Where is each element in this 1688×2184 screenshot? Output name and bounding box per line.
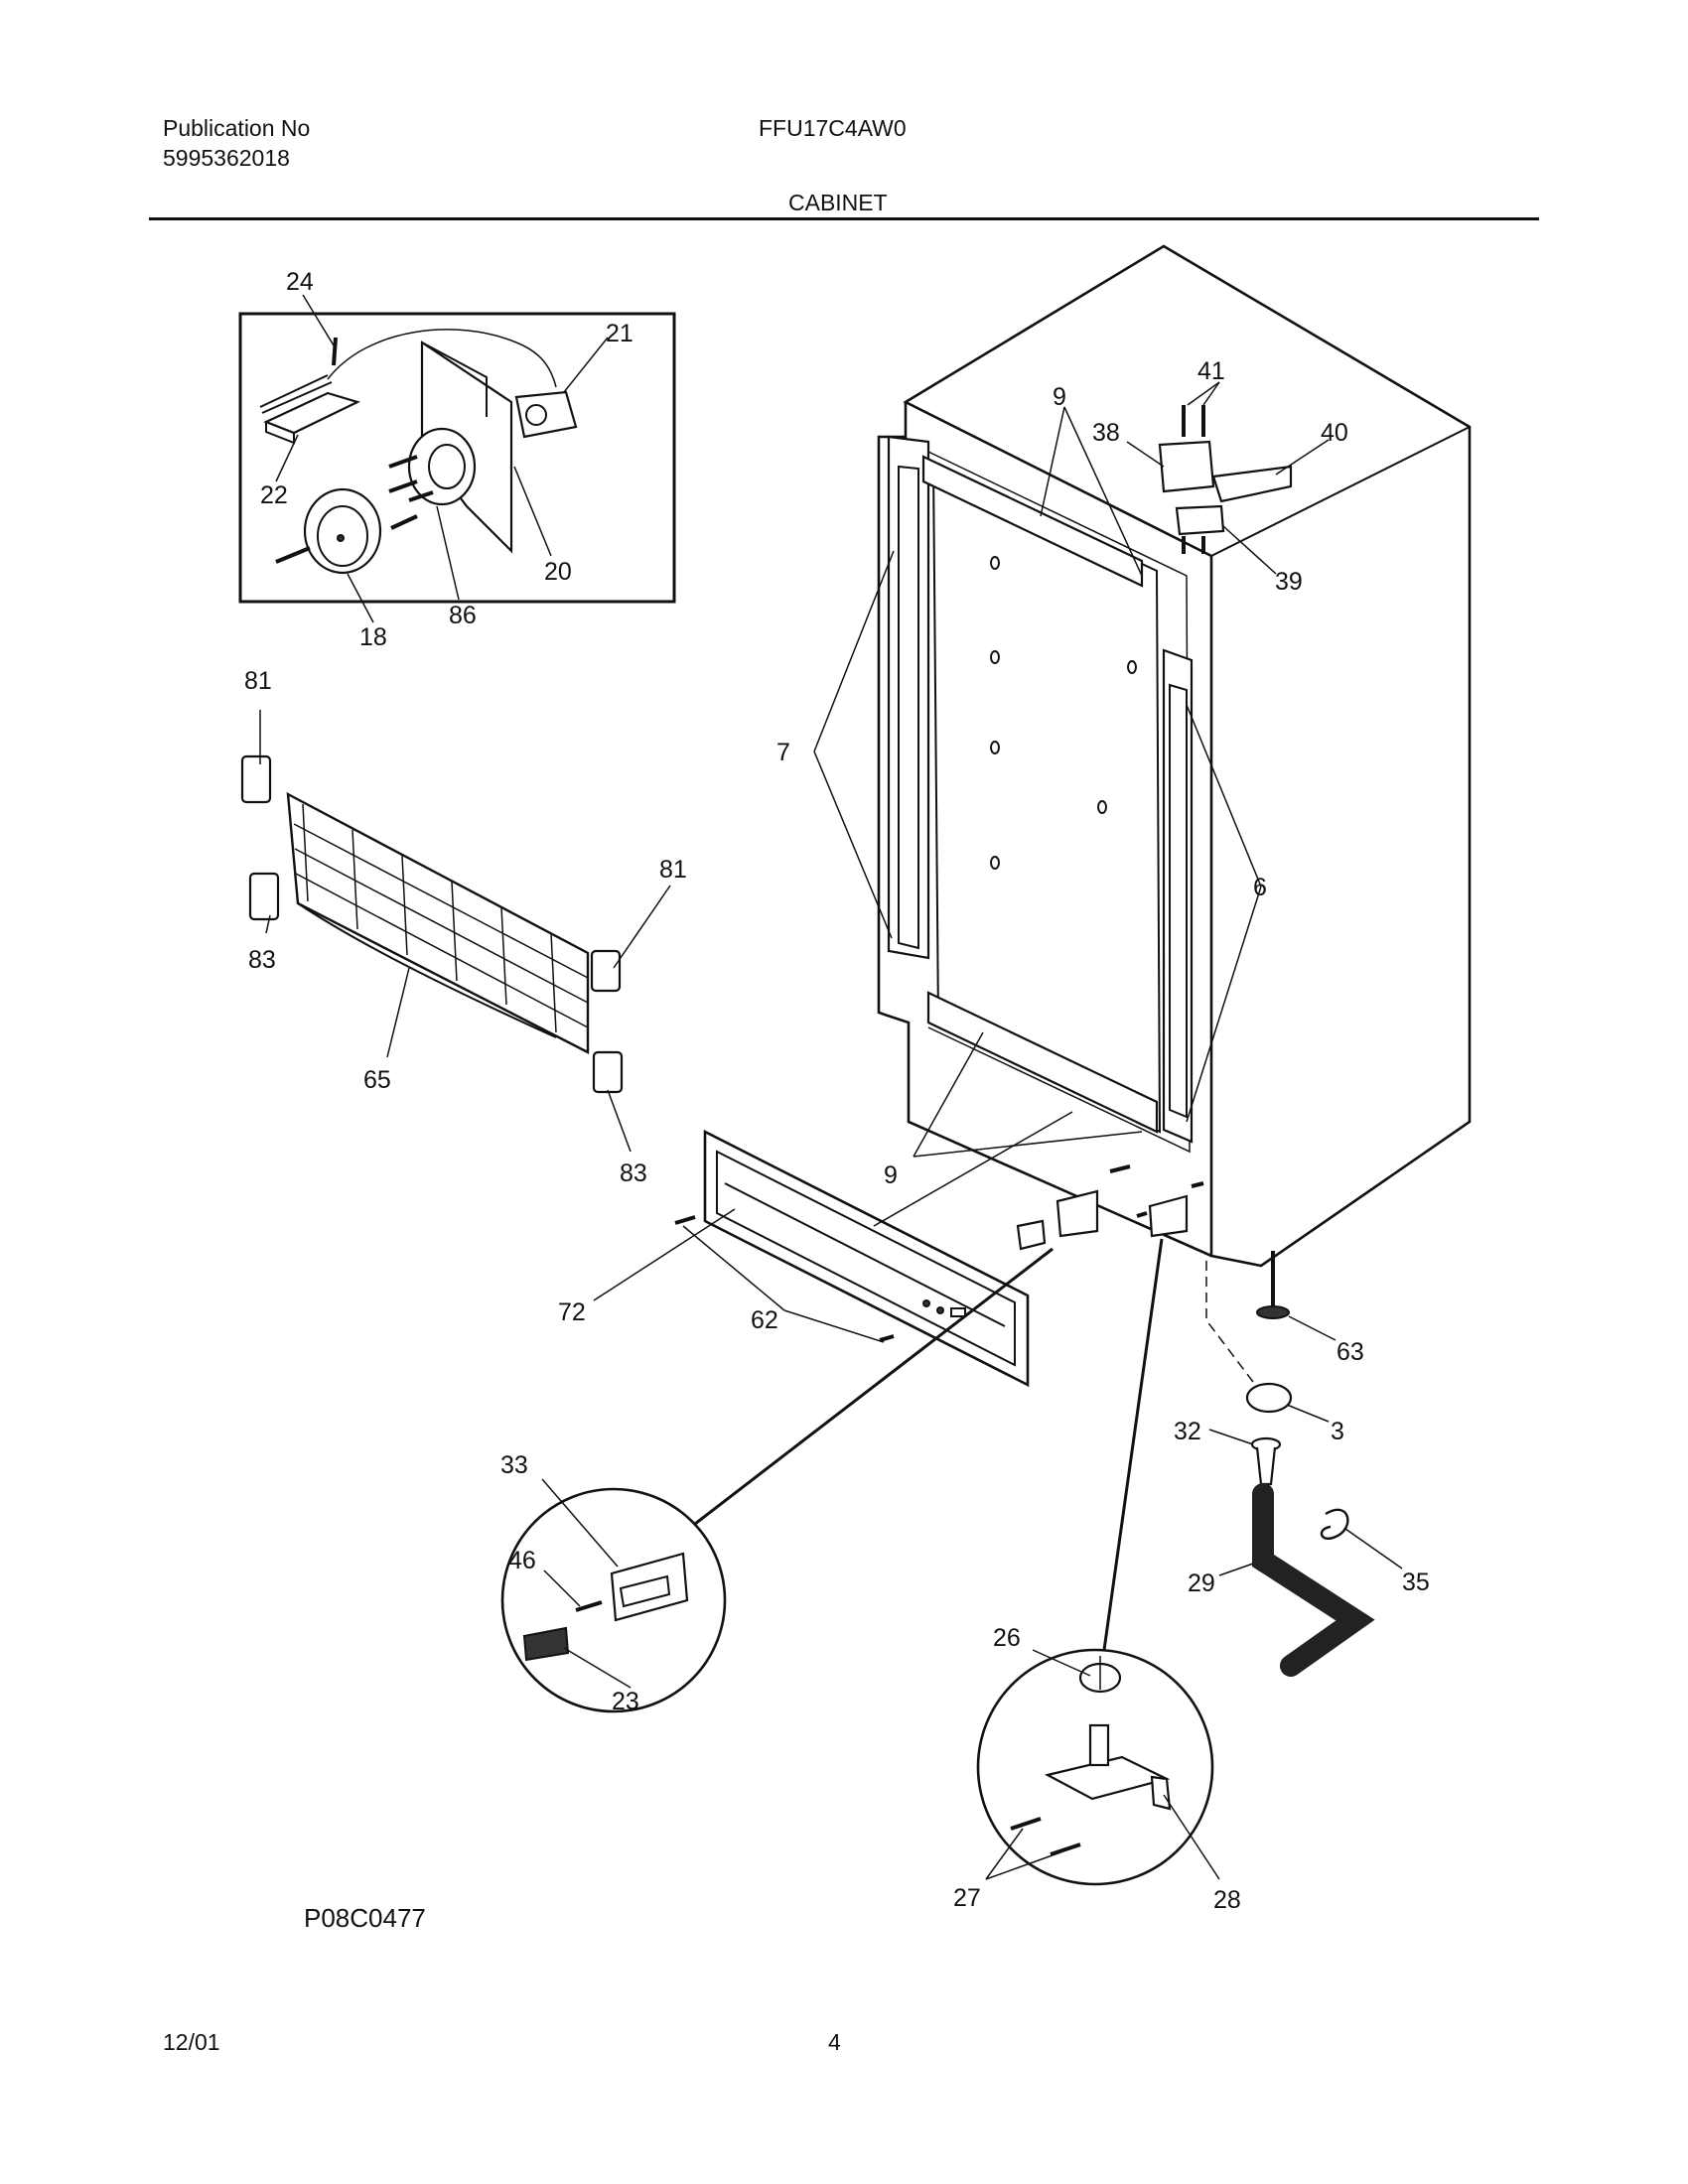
callout-83-right: 83 xyxy=(620,1160,647,1187)
callout-24: 24 xyxy=(286,268,314,296)
drawing-code: P08C0477 xyxy=(304,1903,426,1933)
callout-63: 63 xyxy=(1336,1338,1364,1366)
callout-38: 38 xyxy=(1092,419,1120,447)
hinge-detail-circle xyxy=(976,1238,1220,1886)
callout-27: 27 xyxy=(953,1884,981,1912)
callout-46: 46 xyxy=(508,1547,536,1574)
callout-18: 18 xyxy=(359,623,387,651)
publication-number: 5995362018 xyxy=(163,145,290,171)
callout-72: 72 xyxy=(558,1298,586,1326)
footer-date: 12/01 xyxy=(163,2029,220,2055)
callout-26: 26 xyxy=(993,1624,1021,1652)
callout-33: 33 xyxy=(500,1451,528,1479)
callout-23: 23 xyxy=(612,1688,639,1715)
callout-40: 40 xyxy=(1321,419,1348,447)
fan-motor-inset xyxy=(238,294,676,623)
cabinet xyxy=(813,244,1472,1677)
callout-21: 21 xyxy=(606,320,633,347)
callout-86: 86 xyxy=(449,602,477,629)
callout-65: 65 xyxy=(363,1066,391,1094)
page-number: 4 xyxy=(828,2029,841,2055)
callout-29: 29 xyxy=(1188,1570,1215,1597)
switch-detail-circle xyxy=(500,1247,1054,1713)
callout-7: 7 xyxy=(776,739,790,766)
publication-label: Publication No xyxy=(163,115,311,141)
callout-39: 39 xyxy=(1275,568,1303,596)
section-title: CABINET xyxy=(788,190,888,215)
callout-3: 3 xyxy=(1331,1418,1344,1445)
callout-20: 20 xyxy=(544,558,572,586)
callout-9-top: 9 xyxy=(1053,383,1066,411)
callout-41: 41 xyxy=(1197,357,1225,385)
callout-9-bottom: 9 xyxy=(884,1161,898,1189)
callout-labels: 24 21 22 20 18 86 81 81 83 83 65 7 9 9 4… xyxy=(244,268,1430,1914)
callout-62: 62 xyxy=(751,1306,778,1334)
header-rule xyxy=(149,217,1539,220)
wire-basket xyxy=(240,710,671,1153)
callout-81-right: 81 xyxy=(659,856,687,884)
callout-35: 35 xyxy=(1402,1569,1430,1596)
model-number: FFU17C4AW0 xyxy=(759,115,907,141)
callout-22: 22 xyxy=(260,481,288,509)
callout-28: 28 xyxy=(1213,1886,1241,1914)
callout-81-top: 81 xyxy=(244,667,272,695)
kick-plate-grille xyxy=(593,1111,1073,1388)
callout-6: 6 xyxy=(1253,874,1267,901)
callout-32: 32 xyxy=(1174,1418,1201,1445)
callout-83-left: 83 xyxy=(248,946,276,974)
